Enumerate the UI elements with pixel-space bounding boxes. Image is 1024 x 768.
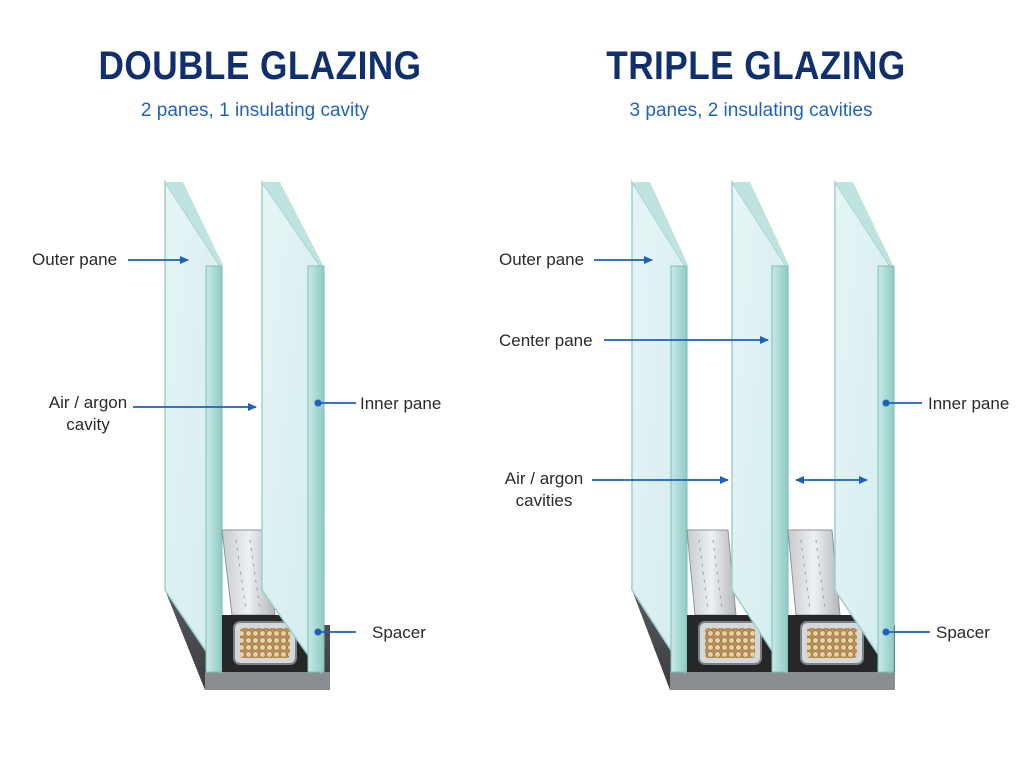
double-inner-pane-edge — [307, 265, 325, 673]
triple-center-pane-label: Center pane — [499, 331, 593, 350]
triple-inner-pane-top — [835, 182, 893, 266]
double-outer-pane-label: Outer pane — [32, 250, 118, 269]
triple-spacer-label: Spacer — [936, 623, 990, 642]
triple-glazing-unit — [631, 179, 895, 690]
double-glazing-unit — [164, 179, 330, 690]
triple-spacer-dot — [882, 628, 890, 636]
triple-glazing-subtitle: 3 panes, 2 insulating cavities — [629, 100, 873, 121]
double-spacer-label: Spacer — [372, 623, 426, 642]
double-inner-pane-label: Inner pane — [360, 394, 442, 413]
triple-outer-pane-top — [632, 182, 688, 266]
double-cavity-label: Air / argon cavity — [48, 393, 128, 434]
double-glazing-subtitle: 2 panes, 1 insulating cavity — [140, 100, 370, 121]
double-spacer-dot — [314, 628, 322, 636]
triple-inner-pane-dot — [882, 399, 890, 407]
triple-cavities-label: Air / argon cavities — [504, 469, 584, 510]
triple-outer-pane-edge — [670, 265, 688, 673]
double-outer-pane-edge — [205, 265, 223, 673]
double-inner-pane-top — [262, 182, 323, 266]
triple-inner-pane-label: Inner pane — [928, 394, 1010, 413]
triple-frame-bottom — [670, 672, 895, 690]
double-outer-pane-top — [165, 182, 223, 266]
double-inner-pane-dot — [314, 399, 322, 407]
double-glazing-title: DOUBLE GLAZING — [98, 44, 422, 88]
double-spacer — [221, 529, 308, 672]
triple-center-pane-edge — [771, 265, 789, 673]
triple-spacer-1 — [686, 529, 773, 672]
triple-inner-pane-edge — [877, 265, 895, 673]
double-frame-bottom — [205, 672, 330, 690]
triple-outer-pane-label: Outer pane — [499, 250, 585, 269]
triple-glazing-title: TRIPLE GLAZING — [606, 44, 906, 88]
triple-center-pane-top — [732, 182, 789, 266]
